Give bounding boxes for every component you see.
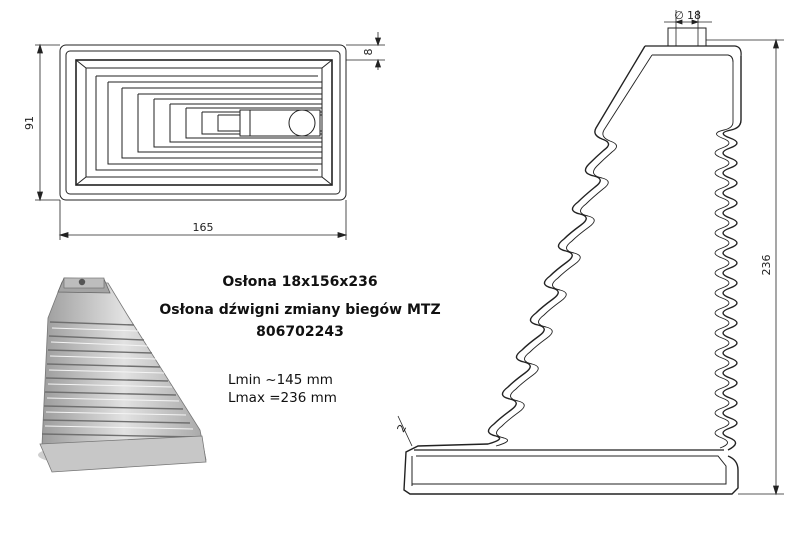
side-view-dimensions [397,10,784,496]
dim-total-height: 236 [760,255,773,276]
top-view [59,44,347,201]
product-name: Osłona 18x156x236 [222,274,378,290]
dim-top-height: 91 [23,116,36,130]
spec-lmin: Lmin ~145 mm [228,372,333,388]
hole [288,109,316,137]
dim-diameter-symbol: ∅ [674,9,684,22]
spec-lmax: Lmax =236 mm [228,390,337,406]
dim-top-width: 165 [193,221,214,234]
product-description: Osłona dźwigni zmiany biegów MTZ [159,302,441,318]
dim-top-rim: 8 [362,49,375,56]
top-view-dimensions [35,32,385,240]
bellows-3d-render [38,277,207,473]
side-section-view [403,27,742,495]
product-code: 806702243 [256,324,344,340]
dim-hole-diameter: 18 [687,9,701,22]
